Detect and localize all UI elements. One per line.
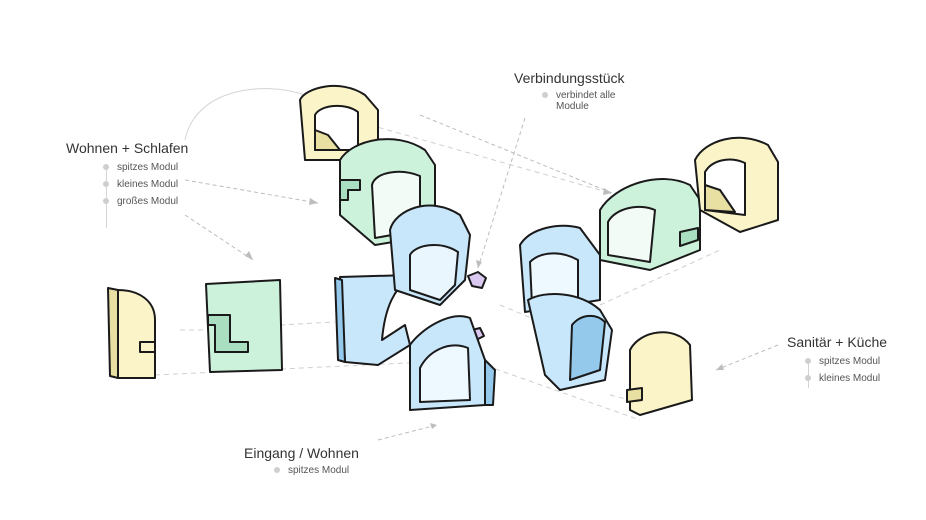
module-yellow-right — [694, 136, 779, 233]
label-item: großes Modul — [103, 196, 188, 207]
bullet-dot — [103, 181, 109, 188]
label-item: Module — [556, 101, 589, 112]
bullet-dot — [542, 92, 548, 99]
label-item: spitzes Modul — [274, 465, 359, 476]
bullet-dot — [805, 358, 811, 365]
module-blue-right-lower — [527, 293, 613, 391]
bullet-dot — [103, 164, 109, 171]
module-green-right — [599, 178, 701, 271]
label-verbindungsstueck: Verbindungsstück verbindet alle Module — [514, 70, 625, 112]
module-yellow-end-left — [107, 287, 156, 379]
module-blue-right-upper — [519, 224, 601, 313]
label-item: spitzes Modul — [805, 356, 887, 367]
module-yellow-top — [299, 85, 379, 161]
label-title: Wohnen + Schlafen — [66, 140, 189, 156]
curve-leader — [184, 88, 306, 141]
arrow-heads — [245, 188, 724, 429]
label-title: Eingang / Wohnen — [244, 445, 359, 461]
label-title: Sanitär + Küche — [787, 334, 888, 350]
module-green-flat-left — [205, 279, 283, 373]
label-item: spitzes Modul — [103, 162, 188, 173]
bullet-dot — [805, 375, 811, 382]
label-eingang-wohnen: Eingang / Wohnen spitzes Modul — [244, 445, 359, 476]
module-blue-top-center — [389, 204, 471, 306]
label-wohnen-schlafen: Wohnen + Schlafen spitzes Modul kleines … — [66, 140, 189, 228]
module-blue-pointed-bottom — [409, 315, 496, 411]
bullet-dot — [274, 467, 280, 474]
label-sanitaer-kueche: Sanitär + Küche spitzes Modul kleines Mo… — [787, 334, 888, 388]
label-item: kleines Modul — [103, 179, 188, 190]
bullet-dot — [103, 198, 109, 205]
module-yellow-bottom-right — [626, 331, 693, 416]
leader-arrows — [184, 114, 779, 441]
label-item: verbindet alle — [542, 90, 625, 101]
label-title: Verbindungsstück — [514, 70, 625, 86]
label-item: kleines Modul — [805, 373, 887, 384]
connector-piece-upper — [467, 271, 487, 289]
